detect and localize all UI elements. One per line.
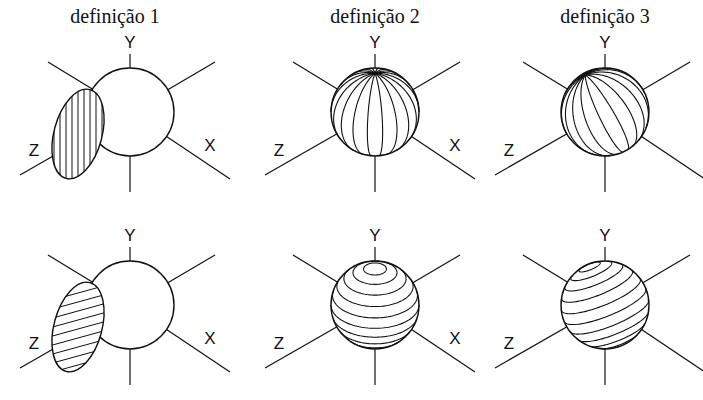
sphere-fill: [331, 261, 419, 349]
axis-label: Z: [27, 334, 41, 353]
axis-label: Y: [122, 226, 137, 245]
hatch-line: [38, 255, 118, 277]
axis-label: Y: [597, 226, 612, 245]
parallel-line: [351, 342, 399, 348]
hatch-line: [38, 345, 118, 367]
axis-label: Z: [272, 334, 286, 353]
meridian-line: [334, 73, 375, 138]
axis-label: X: [447, 136, 462, 155]
axis-sphere-figure: [495, 247, 703, 385]
axis-label: Y: [367, 226, 382, 245]
meridian-line: [561, 75, 585, 133]
meridian-line: [371, 68, 375, 73]
hatch-line: [84, 74, 85, 194]
axis-sphere-figure: [20, 247, 230, 394]
axis-label: X: [202, 329, 217, 348]
axis-label: Z: [502, 141, 516, 160]
axis-sphere-figure: [20, 54, 230, 194]
parallel-line: [364, 263, 387, 275]
hatch-line: [38, 309, 118, 331]
axis-sphere-figure: [265, 54, 475, 192]
meridian-line: [341, 73, 375, 150]
axis-label: Y: [367, 33, 382, 52]
sphere-outline: [331, 261, 419, 349]
column-heading: definição 1: [68, 5, 161, 27]
hatch-line: [108, 74, 109, 194]
meridian-line: [375, 73, 383, 156]
parallel-line: [579, 312, 649, 342]
meridian-line: [331, 73, 375, 112]
plane-hatching: [38, 255, 118, 394]
hatch-line: [72, 74, 73, 194]
parallel-line: [565, 265, 623, 290]
hatch-line: [38, 372, 118, 394]
hatch-line: [48, 74, 49, 194]
parallel-line: [337, 279, 413, 306]
axis-label: Z: [27, 141, 41, 160]
hatch-line: [38, 327, 118, 349]
sphere-outline: [561, 261, 649, 349]
meridian-line: [585, 75, 623, 152]
hatch-line: [38, 354, 118, 376]
column-heading: definição 3: [558, 5, 651, 27]
meridian-line: [585, 75, 628, 149]
axis-sphere-figure: [495, 54, 703, 192]
axis-label: X: [202, 136, 217, 155]
meridian-line: [585, 68, 613, 75]
axis-label: Z: [272, 141, 286, 160]
parallel-line: [564, 289, 646, 325]
hatch-line: [38, 264, 118, 286]
axis-label: Z: [502, 334, 516, 353]
sphere-fill: [561, 261, 649, 349]
meridian-line: [573, 75, 611, 156]
meridian-line: [375, 73, 409, 150]
axis-sphere-figure: [265, 247, 475, 385]
hatch-line: [38, 291, 118, 313]
meridian-line: [565, 75, 595, 155]
hatch-line: [38, 300, 118, 322]
axis-label: Y: [122, 33, 137, 52]
hatch-line: [90, 74, 91, 194]
meridian-line: [581, 75, 618, 154]
sphere-outline: [331, 68, 419, 156]
parallel-line: [332, 292, 417, 318]
cut-plane-outline: [43, 83, 113, 184]
parallel-line: [570, 300, 648, 334]
meridian-line: [585, 72, 648, 128]
hatch-line: [38, 318, 118, 340]
parallel-line: [331, 305, 419, 328]
column-heading: definição 2: [328, 5, 421, 27]
hatch-line: [38, 336, 118, 358]
cut-plane-fill: [43, 276, 113, 377]
axis-label: Y: [597, 33, 612, 52]
cut-plane-outline: [43, 276, 113, 377]
meridian-line: [367, 73, 375, 156]
axis-label: X: [447, 329, 462, 348]
sphere-fill: [561, 68, 649, 156]
hatch-line: [66, 74, 67, 194]
parallel-line: [561, 279, 640, 314]
hatch-line: [38, 363, 118, 385]
meridian-line: [353, 73, 375, 154]
meridian-line: [565, 75, 586, 95]
sphere-fill: [331, 68, 419, 156]
sphere-outline: [561, 68, 649, 156]
